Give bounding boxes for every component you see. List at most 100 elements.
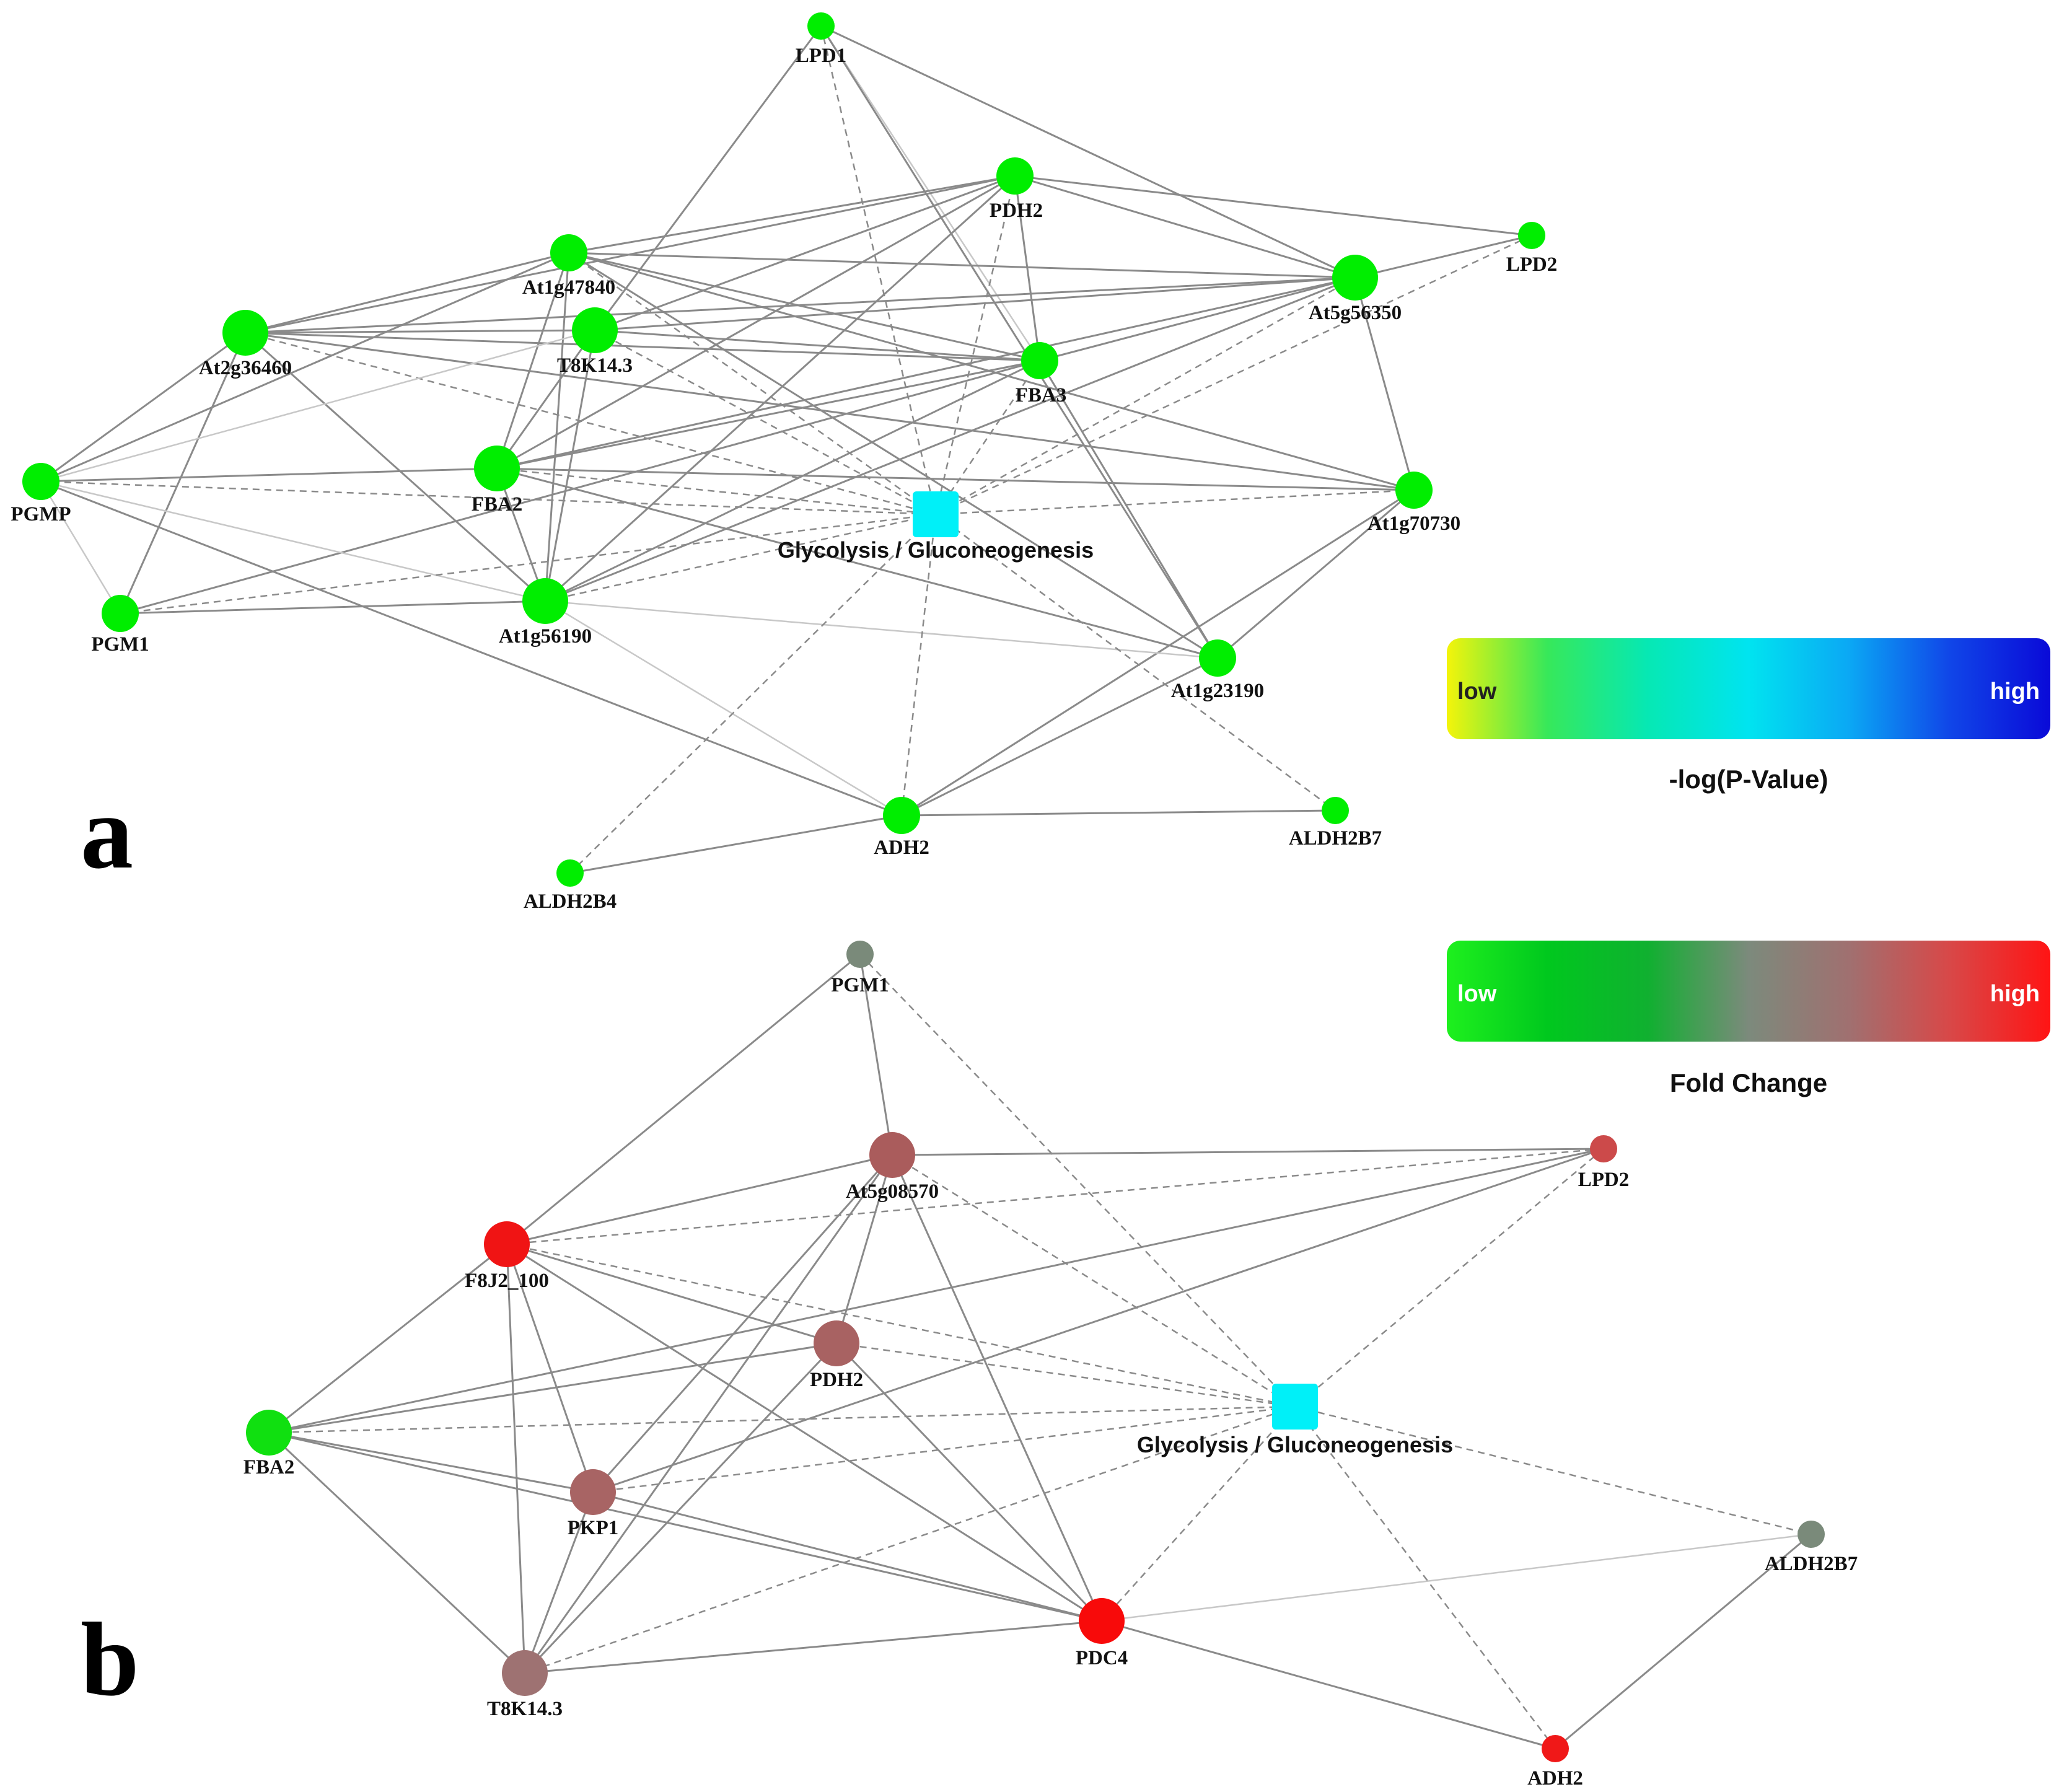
edge-lpd2-pkp1 [592,1148,1604,1493]
node-circle[interactable] [996,157,1034,195]
edge-pkp1-pdc4 [592,1491,1102,1622]
node-circle[interactable] [550,234,587,271]
node-label-aldh2b7: ALDH2B7 [1765,1553,1858,1575]
node-pdh2[interactable]: PDH2 [810,1320,863,1391]
node-pdc4[interactable]: PDC4 [1076,1598,1128,1669]
node-pkp1[interactable]: PKP1 [568,1469,618,1539]
node-circle[interactable] [222,310,268,356]
node-at5g08570[interactable]: At5g08570 [846,1132,939,1203]
node-at2g36460[interactable]: At2g36460 [199,310,292,379]
node-circle[interactable] [1079,1598,1125,1644]
node-circle[interactable] [1542,1735,1569,1762]
node-circle[interactable] [1332,255,1378,301]
node-circle[interactable] [883,797,920,834]
node-pgm1[interactable]: PGM1 [91,595,149,656]
edge-at5g56350-fba3 [1039,276,1356,362]
node-glycolysis[interactable]: Glycolysis / Gluconeogenesis [778,491,1094,563]
node-at1g47840[interactable]: At1g47840 [522,234,615,299]
node-fba2[interactable]: FBA2 [244,1410,295,1478]
node-adh2[interactable]: ADH2 [1527,1735,1583,1790]
edge-at2g36460-at1g70730 [245,332,1415,491]
node-circle[interactable] [1199,639,1236,677]
edge-fba2-pkp1 [268,1431,594,1493]
node-circle[interactable] [570,1469,616,1515]
node-pgmp[interactable]: PGMP [11,463,71,525]
edge-pgmp-glycolysis [40,480,936,516]
edge-pdh2-at1g56190 [544,175,1016,602]
node-circle[interactable] [1590,1135,1617,1162]
legend-fold-change: low high Fold Change [1447,941,2050,1097]
pathway-square[interactable] [1272,1384,1318,1430]
edges-panel-b [268,953,1812,1750]
node-glycolysis[interactable]: Glycolysis / Gluconeogenesis [1137,1384,1453,1457]
node-at1g23190[interactable]: At1g23190 [1171,639,1264,702]
node-circle[interactable] [807,12,835,40]
edge-glycolysis-adh2 [900,514,937,816]
edge-at1g70730-glycolysis [935,489,1415,516]
node-circle[interactable] [572,307,618,353]
node-t8k14-3[interactable]: T8K14.3 [557,307,633,377]
edge-glycolysis-t8k14-3 [524,1405,1296,1674]
node-circle[interactable] [484,1221,530,1267]
edge-fba2-at1g23190 [496,467,1218,659]
edge-at1g47840-fba2 [496,252,570,469]
legend-fold-change-low-label: low [1457,981,1497,1007]
node-circle[interactable] [556,859,584,887]
node-pdh2[interactable]: PDH2 [990,157,1043,222]
node-circle[interactable] [522,578,568,624]
node-adh2[interactable]: ADH2 [874,797,929,859]
node-circle[interactable] [1021,342,1058,379]
edge-at2g36460-pgmp [40,332,246,483]
node-aldh2b7[interactable]: ALDH2B7 [1765,1521,1858,1575]
edge-at1g47840-glycolysis [568,252,936,516]
node-label-fba3: FBA3 [1016,384,1067,406]
node-at5g56350[interactable]: At5g56350 [1309,255,1402,324]
pathway-square[interactable] [913,491,959,537]
legend-pvalue: low high -log(P-Value) [1447,638,2050,794]
edge-pdh2-at5g56350 [1014,175,1356,279]
edge-at1g56190-at1g23190 [545,600,1218,659]
node-circle[interactable] [502,1650,548,1696]
edge-at5g56350-t8k14-3 [594,276,1356,332]
edge-f8j2-100-pkp1 [506,1244,594,1493]
edge-pdh2-lpd2 [1014,175,1532,237]
node-circle[interactable] [846,941,874,968]
node-lpd2[interactable]: LPD2 [1506,222,1558,276]
node-circle[interactable] [814,1320,859,1366]
node-label-adh2: ADH2 [874,837,929,859]
node-f8j2-100[interactable]: F8J2_100 [465,1221,549,1292]
node-aldh2b4[interactable]: ALDH2B4 [524,859,617,913]
node-label-pdh2: PDH2 [810,1369,863,1391]
edge-at1g47840-at1g70730 [568,252,1415,491]
node-circle[interactable] [1395,472,1433,509]
node-label-at1g47840: At1g47840 [522,276,615,299]
node-circle[interactable] [1518,222,1545,249]
edges-panel-a [40,25,1532,874]
node-t8k14-3[interactable]: T8K14.3 [487,1650,563,1720]
node-circle[interactable] [474,446,520,491]
edge-t8k14-3-at1g56190 [544,330,596,602]
node-circle[interactable] [246,1410,292,1456]
edge-lpd2-glycolysis [1294,1148,1604,1407]
edge-at1g56190-adh2 [545,600,902,817]
node-circle[interactable] [22,463,59,500]
node-label-aldh2b7: ALDH2B7 [1289,827,1382,850]
node-lpd2[interactable]: LPD2 [1578,1135,1630,1191]
node-at1g56190[interactable]: At1g56190 [499,578,592,648]
node-pgm1[interactable]: PGM1 [831,941,889,996]
node-at1g70730[interactable]: At1g70730 [1368,472,1460,535]
node-circle[interactable] [869,1132,915,1178]
edge-pgmp-at1g56190 [40,480,546,602]
node-fba2[interactable]: FBA2 [472,446,523,516]
node-lpd1[interactable]: LPD1 [796,12,847,67]
legend-pvalue-low-label: low [1457,679,1497,705]
edge-at1g47840-fba3 [568,252,1040,362]
node-circle[interactable] [1322,797,1349,824]
node-fba3[interactable]: FBA3 [1016,342,1067,406]
edge-pdh2-fba2 [268,1342,837,1434]
node-circle[interactable] [102,595,139,632]
node-aldh2b7[interactable]: ALDH2B7 [1289,797,1382,850]
node-label-at5g08570: At5g08570 [846,1180,939,1203]
edge-glycolysis-aldh2b4 [569,514,936,874]
node-circle[interactable] [1798,1521,1825,1548]
